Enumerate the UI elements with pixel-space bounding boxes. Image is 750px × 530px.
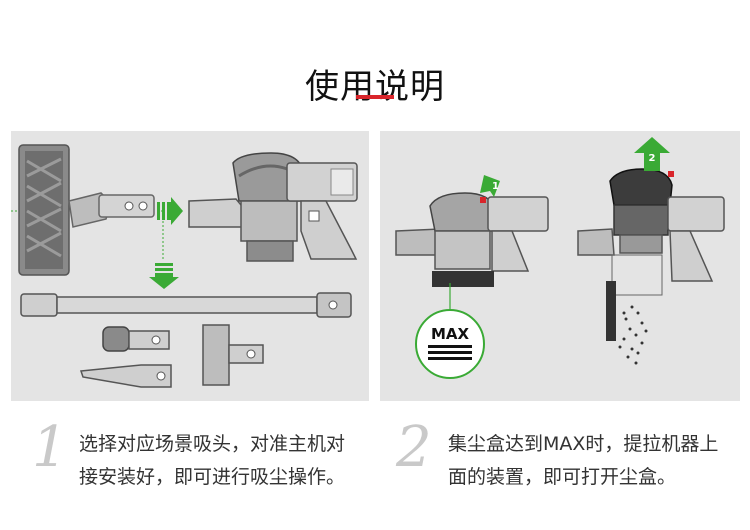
page-title: 使用说明: [305, 66, 445, 107]
vacuum-body-illustration: [188, 152, 358, 262]
crevice-tool-illustration: [79, 364, 172, 388]
vacuum-closed-illustration: [395, 192, 549, 287]
step-1-number: 1: [32, 415, 68, 480]
arrow-2-icon: 2: [634, 137, 674, 177]
max-indicator: MAX: [415, 283, 485, 379]
arrow-1-icon: 1: [480, 175, 500, 203]
step-1-text: 选择对应场景吸头，对准主机对接安装好，即可进行吸尘操作。: [79, 433, 346, 488]
arrow-right-icon: [157, 197, 183, 225]
brush-tool-illustration: [102, 326, 170, 352]
floor-head-illustration: [18, 144, 155, 276]
step-2-text: 集尘盒达到MAX时，提拉机器上面的装置，即可打开尘盒。: [448, 433, 719, 488]
arrow-2-number: 2: [649, 153, 656, 164]
debris-illustration: [618, 305, 648, 365]
vacuum-open-illustration: [577, 168, 725, 341]
wand-illustration: [20, 292, 352, 318]
step-2-number: 2: [396, 415, 432, 480]
max-label: MAX: [431, 325, 470, 343]
title-underline: [356, 95, 394, 99]
arrow-1-number: 1: [492, 181, 499, 192]
assembly-illustration: [11, 131, 369, 401]
arrow-down-icon: [149, 263, 179, 289]
bin-empty-illustration: 1 MAX: [380, 131, 740, 401]
mini-motor-tool-illustration: [202, 324, 264, 386]
